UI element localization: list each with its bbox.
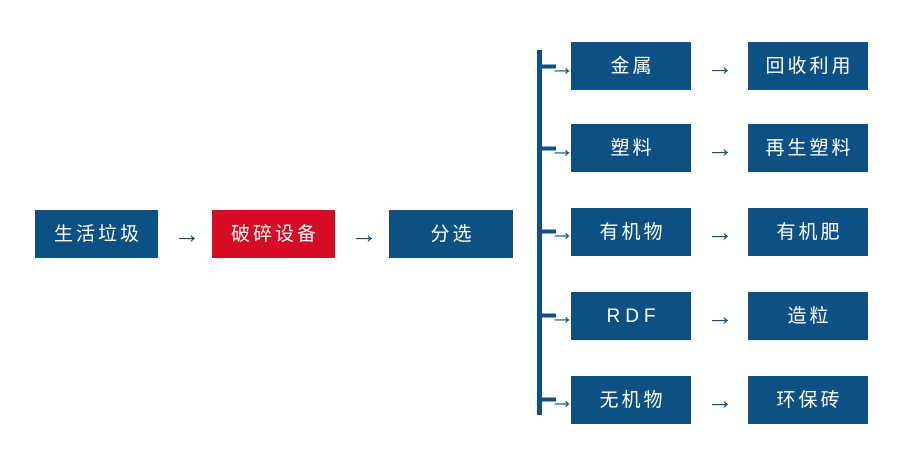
node-material-plastic[interactable]: 塑料	[571, 124, 691, 172]
node-product-recycled-plastic[interactable]: 再生塑料	[748, 124, 868, 172]
node-product-organic-fertilizer[interactable]: 有机肥	[748, 208, 868, 256]
node-product-eco-brick[interactable]: 环保砖	[748, 376, 868, 424]
node-shredding-equipment[interactable]: 破碎设备	[212, 210, 335, 258]
node-material-organic[interactable]: 有机物	[571, 208, 691, 256]
arrow-icon-shredder-to-sorting: →	[350, 218, 378, 249]
arrow-icon-branch-1: →	[549, 52, 575, 81]
arrow-icon-branch-4: →	[549, 301, 575, 330]
node-sorting[interactable]: 分选	[389, 210, 513, 258]
arrow-icon-branch-2: →	[549, 134, 575, 163]
node-material-inorganic[interactable]: 无机物	[571, 376, 691, 424]
arrow-icon-inorganic-to-product: →	[706, 384, 734, 415]
arrow-icon-waste-to-shredder: →	[173, 218, 201, 249]
node-product-recycling[interactable]: 回收利用	[748, 42, 868, 90]
node-material-rdf[interactable]: RDF	[571, 292, 691, 340]
arrow-icon-branch-3: →	[549, 217, 575, 246]
node-domestic-waste[interactable]: 生活垃圾	[35, 210, 158, 258]
arrow-icon-branch-5: →	[549, 385, 575, 414]
node-product-pelletizing[interactable]: 造粒	[748, 292, 868, 340]
arrow-icon-plastic-to-product: →	[706, 132, 734, 163]
node-material-metal[interactable]: 金属	[571, 42, 691, 90]
arrow-icon-metal-to-product: →	[706, 50, 734, 81]
arrow-icon-rdf-to-product: →	[706, 300, 734, 331]
arrow-icon-organic-to-product: →	[706, 216, 734, 247]
